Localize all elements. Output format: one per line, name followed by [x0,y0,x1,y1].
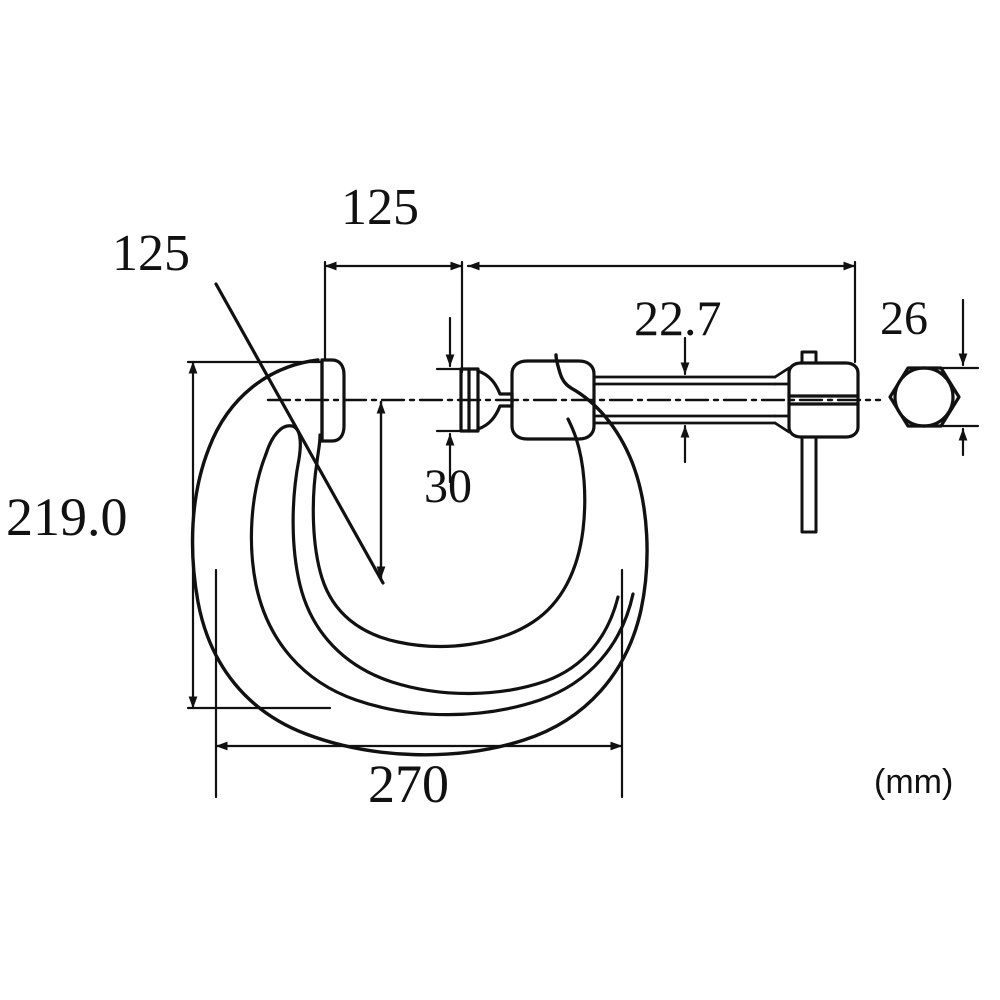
dimension-125-top [323,260,464,374]
dimension-label-270: 270 [368,754,449,814]
c-frame-throat [311,417,587,648]
dimension-219 [186,360,332,710]
dimension-label-30: 30 [424,460,472,513]
dimension-label-219-0: 219.0 [6,487,128,547]
dimension-label-125-horizontal: 125 [341,179,419,236]
dimension-label-22-7: 22.7 [634,290,722,346]
unit-note-mm: (mm) [874,763,954,801]
t-handle [800,350,818,534]
dimension-270 [214,568,624,799]
screw-shaft [592,366,791,434]
dimension-30 [435,316,480,484]
hex-nut [787,361,860,439]
hex-end-view [888,366,961,428]
leader-line-125 [214,282,385,585]
dimension-label-26: 26 [880,292,928,345]
dimension-span-right [466,260,857,364]
dimension-26 [928,298,980,457]
dimension-label-125-throat: 125 [112,225,190,282]
